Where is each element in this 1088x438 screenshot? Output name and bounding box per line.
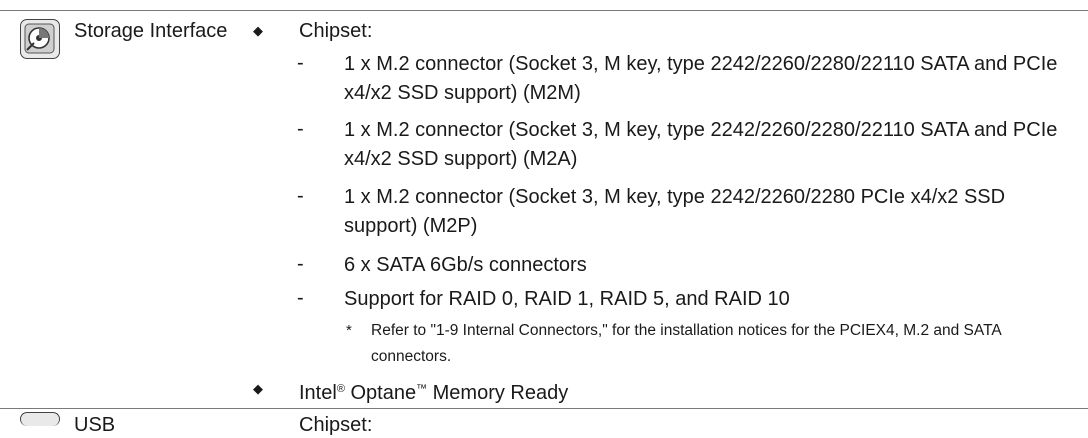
registered-mark: ® (336, 383, 345, 395)
list-item: - 1 x M.2 connector (Socket 3, M key, ty… (297, 183, 1072, 241)
chipset-label: Chipset: (299, 20, 373, 42)
usb-chipset-label: Chipset: (299, 414, 373, 436)
optane-text-intel: Intel (299, 382, 337, 404)
table-row-rule (0, 408, 1088, 409)
list-item-text: 1 x M.2 connector (Socket 3, M key, type… (344, 186, 1006, 237)
optane-memory-ready: Intel® Optane™ Memory Ready (299, 376, 568, 406)
dash-marker: - (297, 118, 304, 140)
dash-marker: - (297, 287, 304, 309)
optane-text-optane: Optane (344, 382, 417, 404)
list-item: - 1 x M.2 connector (Socket 3, M key, ty… (297, 116, 1072, 174)
usb-icon (20, 412, 60, 426)
list-item: - 1 x M.2 connector (Socket 3, M key, ty… (297, 50, 1072, 108)
dash-marker: - (297, 52, 304, 74)
section-title-usb: USB (74, 414, 116, 436)
dash-marker: - (297, 185, 304, 207)
bullet-icon: ◆ (253, 23, 263, 38)
list-item: - 6 x SATA 6Gb/s connectors (297, 251, 1072, 280)
section-title-storage-interface: Storage Interface (74, 20, 228, 42)
installation-note: * Refer to "1-9 Internal Connectors," fo… (346, 318, 1074, 370)
trademark-mark: ™ (416, 383, 428, 395)
list-item: - Support for RAID 0, RAID 1, RAID 5, an… (297, 285, 1072, 314)
list-item-text: 6 x SATA 6Gb/s connectors (344, 254, 587, 276)
note-text: Refer to "1-9 Internal Connectors," for … (371, 322, 1001, 365)
optane-text-memory-ready: Memory Ready (427, 382, 569, 404)
storage-disk-icon (20, 19, 60, 59)
list-item-text: 1 x M.2 connector (Socket 3, M key, type… (344, 119, 1058, 170)
table-top-rule (0, 10, 1088, 11)
dash-marker: - (297, 253, 304, 275)
bullet-icon: ◆ (253, 381, 263, 396)
note-asterisk: * (346, 322, 352, 339)
list-item-text: Support for RAID 0, RAID 1, RAID 5, and … (344, 288, 790, 310)
list-item-text: 1 x M.2 connector (Socket 3, M key, type… (344, 53, 1058, 104)
